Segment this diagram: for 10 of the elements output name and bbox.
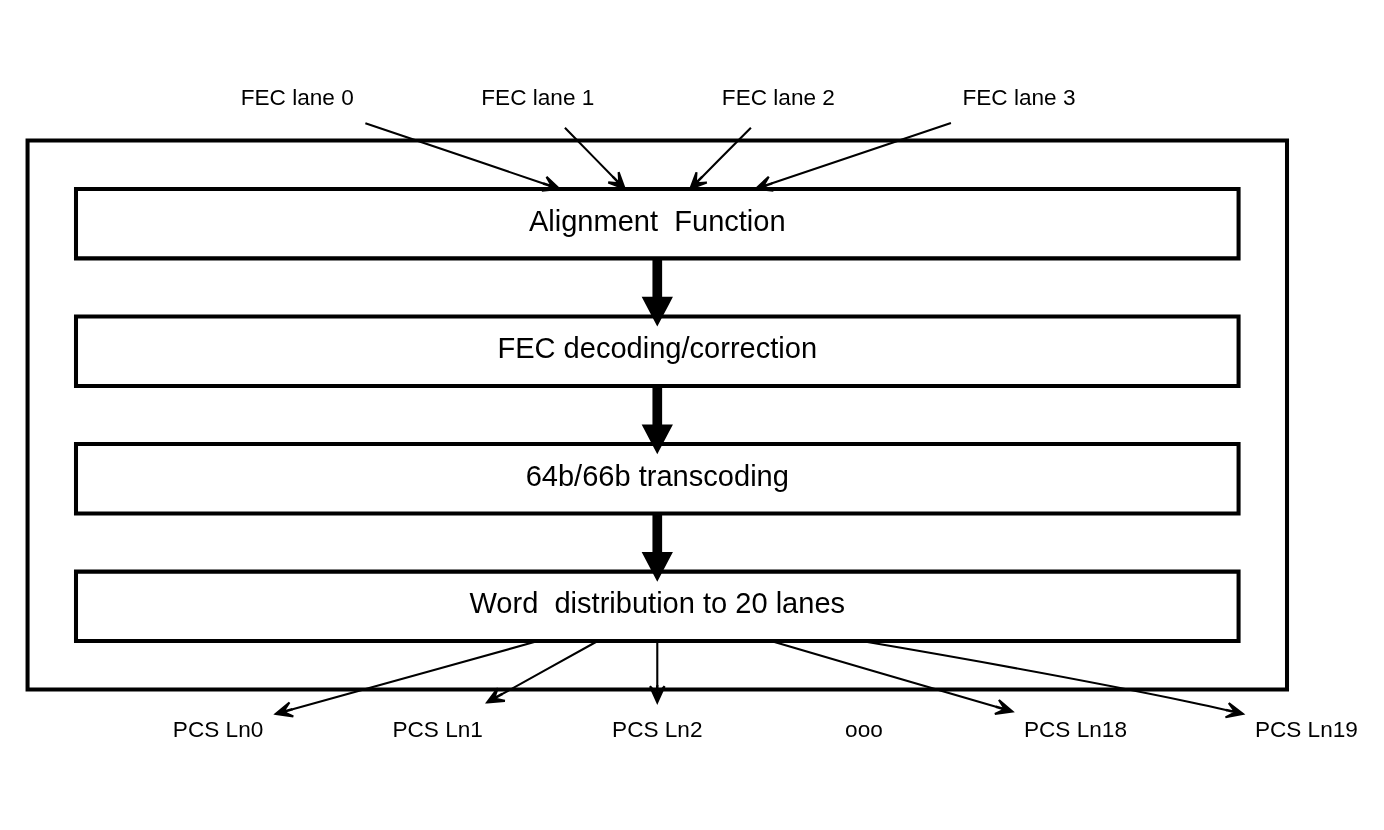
node-text: PCS Ln19 [1254,717,1358,743]
node-text: PCS Ln18 [1023,717,1127,743]
node-text: PCS Ln2 [612,717,703,743]
node-text: PCS Ln0 [172,717,264,743]
node-text: FEC lane 1 [481,84,595,110]
label: ooo [845,717,883,743]
node-text: PCS Ln1 [392,717,483,743]
node-text: FEC lane 0 [240,84,354,110]
node-text: FEC lane 2 [721,84,835,110]
node-text: FEC lane 3 [962,84,1076,110]
